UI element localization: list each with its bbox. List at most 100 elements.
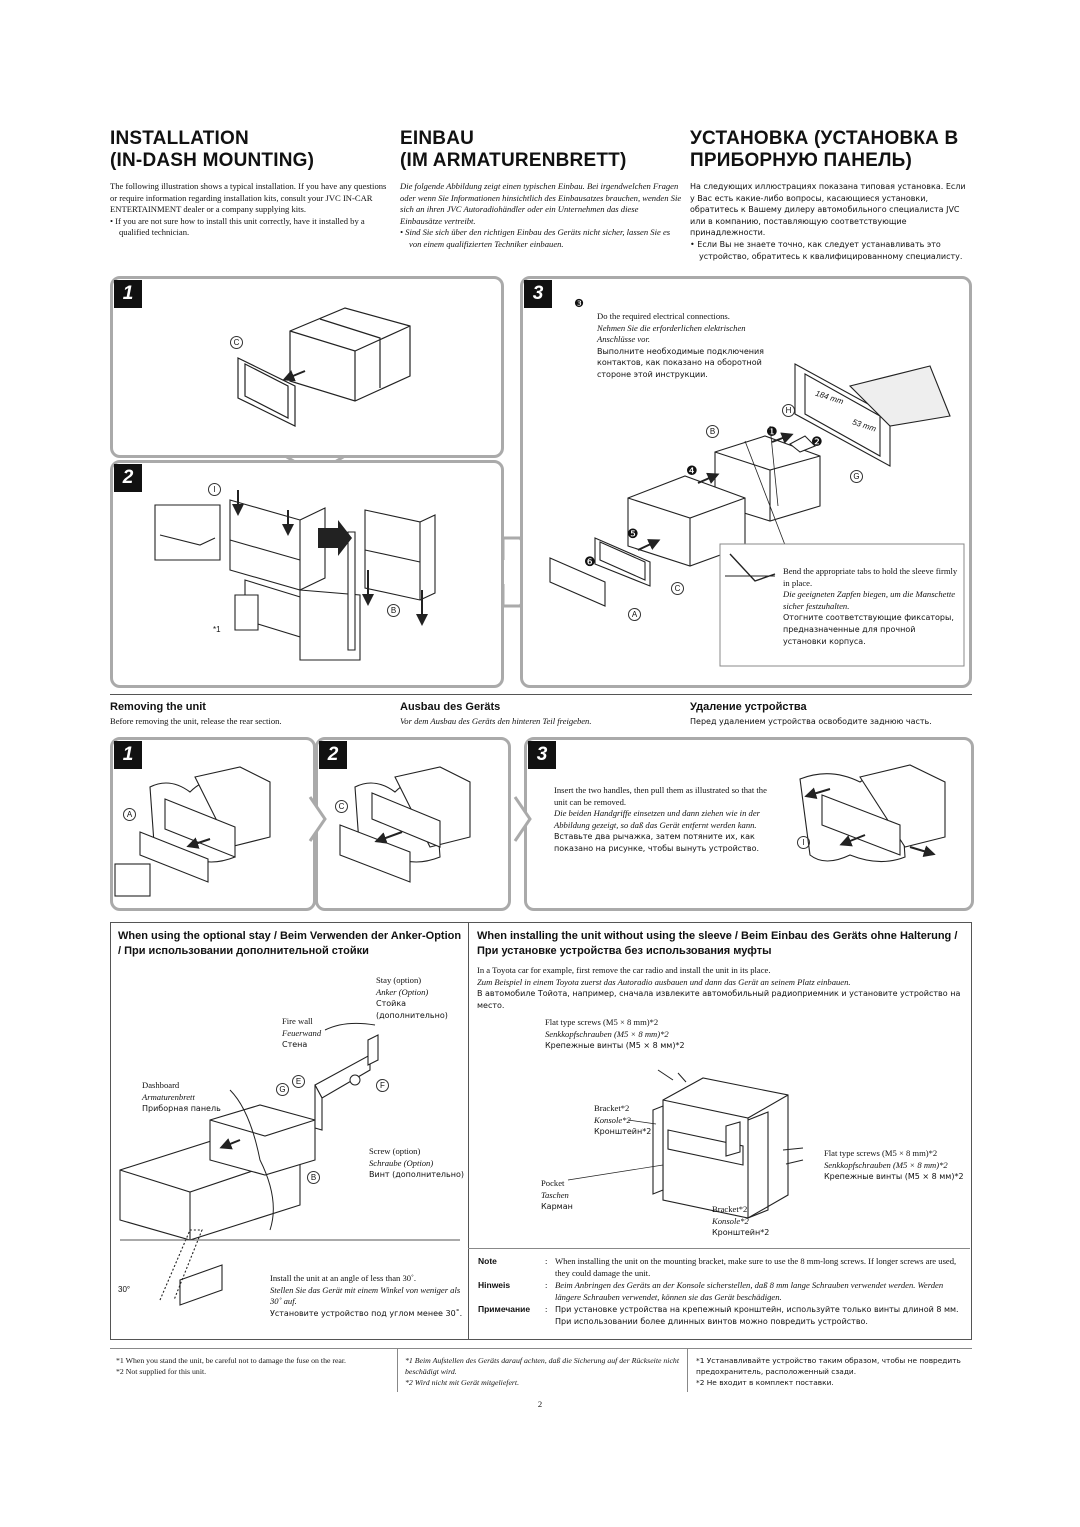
marker-g-stay: G bbox=[276, 1083, 289, 1096]
dashboard-label-ru: Приборная панель bbox=[142, 1104, 221, 1114]
removing-title-en: Removing the unit bbox=[110, 701, 206, 713]
marker-i: I bbox=[208, 483, 221, 496]
flat-screws-de-1: Senkkopfschrauben (M5 × 8 mm)*2 bbox=[545, 1028, 669, 1039]
bracket-ru-2: Кронштейн*2 bbox=[712, 1228, 770, 1238]
sleeve-intro-ru: В автомобиле Тойота, например, сначала и… bbox=[477, 989, 961, 1010]
angle-text-en: Install the unit at an angle of less tha… bbox=[270, 1273, 417, 1283]
sleeve-intro-de: Zum Beispiel in einem Toyota zuerst das … bbox=[477, 976, 851, 987]
marker-b-step3: B bbox=[706, 425, 719, 438]
divider-removing bbox=[110, 694, 972, 695]
header-de: EINBAU (IM ARMATURENBRETT) bbox=[400, 128, 670, 172]
remove-step-2-badge: 2 bbox=[319, 741, 347, 769]
firewall-label-en: Fire wall bbox=[282, 1016, 313, 1026]
intro-ru: На следующих иллюстрациях показана типов… bbox=[690, 181, 970, 262]
firewall-label-ru: Стена bbox=[282, 1040, 308, 1050]
marker-h: H bbox=[782, 404, 795, 417]
remove-step3-de: Die beiden Handgriffe einsetzen und dann… bbox=[554, 808, 760, 830]
marker-num-6: ❻ bbox=[584, 555, 596, 570]
marker-b-stay: B bbox=[307, 1171, 320, 1184]
sleeve-intro-en: In a Toyota car for example, first remov… bbox=[477, 965, 771, 975]
bracket-en-1: Bracket*2 bbox=[594, 1103, 630, 1113]
marker-e: E bbox=[292, 1075, 305, 1088]
marker-num-4: ❹ bbox=[686, 464, 698, 479]
connection-text: Do the required electrical connections. … bbox=[597, 311, 777, 381]
marker-a-remove: A bbox=[123, 808, 136, 821]
removing-text-en: Before removing the unit, release the re… bbox=[110, 716, 282, 726]
bracket-label-2: Bracket*2 Konsole*2 Кронштейн*2 bbox=[712, 1204, 782, 1239]
intro-ru-bullet-text: Если Вы не знаете точно, как следует уст… bbox=[697, 239, 963, 261]
sleeve-title: When installing the unit without using t… bbox=[477, 930, 958, 957]
screw-label-ru: Винт (дополнительно) bbox=[369, 1170, 464, 1180]
footnote-en-2: *2 Not supplied for this unit. bbox=[116, 1367, 207, 1376]
note-text-en: When installing the unit on the mounting… bbox=[555, 1256, 957, 1278]
note-colon-en: : bbox=[545, 1256, 548, 1266]
marker-num-5: ❺ bbox=[627, 527, 639, 542]
footnotes-en: *1 When you stand the unit, be careful n… bbox=[116, 1355, 392, 1377]
bend-tabs-ru: Отогните соответствующие фиксаторы, пред… bbox=[783, 613, 954, 646]
screw-label: Screw (option) Schraube (Option) Винт (д… bbox=[369, 1146, 464, 1181]
note-key-ru: Примечание bbox=[478, 1304, 531, 1314]
intro-ru-bullet: • Если Вы не знаете точно, как следует у… bbox=[690, 239, 963, 261]
connection-text-ru: Выполните необходимые подключения контак… bbox=[597, 346, 764, 379]
marker-num-1: ❶ bbox=[766, 425, 778, 440]
pocket-de: Taschen bbox=[541, 1189, 569, 1200]
marker-g: G bbox=[850, 470, 863, 483]
header-de-line1: EINBAU bbox=[400, 128, 475, 149]
header-en: INSTALLATION (IN-DASH MOUNTING) bbox=[110, 128, 380, 172]
bracket-en-2: Bracket*2 bbox=[712, 1204, 748, 1214]
angle-text-ru: Установите устройство под углом менее 30… bbox=[270, 1308, 463, 1318]
note-key-de: Hinweis bbox=[478, 1280, 511, 1290]
removing-title-ru: Удаление устройства bbox=[690, 701, 807, 713]
remove-illustrations bbox=[114, 764, 946, 897]
install-step-1-illustration bbox=[237, 307, 411, 427]
stay-label-ru: Стойка (дополнительно) bbox=[376, 999, 448, 1020]
remove-step3-ru: Вставьте два рычажка, затем потяните их,… bbox=[554, 832, 760, 853]
flat-screws-de-2: Senkkopfschrauben (M5 × 8 mm)*2 bbox=[824, 1159, 948, 1170]
intro-ru-text: На следующих иллюстрациях показана типов… bbox=[690, 182, 966, 238]
connection-step-marker: ❸ bbox=[574, 297, 584, 310]
footnote-en-1: *1 When you stand the unit, be careful n… bbox=[116, 1356, 347, 1365]
remove-step-1-badge: 1 bbox=[114, 741, 142, 769]
remove-step3-text: Insert the two handles, then pull them a… bbox=[554, 785, 774, 855]
footnote-ru-1: *1 Устанавливайте устройство таким образ… bbox=[696, 1356, 961, 1376]
install-step-3-illustration bbox=[549, 363, 965, 667]
intro-de: Die folgende Abbildung zeigt einen typis… bbox=[400, 181, 682, 251]
sleeve-intro: In a Toyota car for example, first remov… bbox=[477, 965, 962, 1011]
pocket-ru: Карман bbox=[541, 1202, 573, 1212]
footnotes-de: *1 Beim Aufstellen des Geräts darauf ach… bbox=[405, 1355, 681, 1388]
remove-step3-en: Insert the two handles, then pull them a… bbox=[554, 785, 767, 807]
marker-a-step3: A bbox=[628, 608, 641, 621]
firewall-label: Fire wall Feuerwand Стена bbox=[282, 1016, 362, 1051]
footnotes-ru: *1 Устанавливайте устройство таким образ… bbox=[696, 1355, 968, 1388]
marker-c-step3: C bbox=[671, 582, 684, 595]
footnote-separator-2 bbox=[687, 1348, 688, 1392]
big-arrow-right bbox=[318, 520, 352, 556]
footnote-ref-1: *1 bbox=[213, 625, 221, 634]
header-en-line1: INSTALLATION bbox=[110, 128, 249, 149]
marker-b-step2: B bbox=[387, 604, 400, 617]
pocket-label: Pocket Taschen Карман bbox=[541, 1178, 611, 1213]
stay-box bbox=[110, 922, 469, 1340]
bracket-de-1: Konsole*2 bbox=[594, 1114, 631, 1125]
pocket-en: Pocket bbox=[541, 1178, 565, 1188]
sleeve-box bbox=[468, 922, 972, 1340]
marker-f: F bbox=[376, 1079, 389, 1092]
dashboard-label: Dashboard Armaturenbrett Приборная панел… bbox=[142, 1080, 252, 1115]
angle-text: Install the unit at an angle of less tha… bbox=[270, 1273, 466, 1319]
footnote-de-2: *2 Wird nicht mit Gerät mitgeliefert. bbox=[405, 1378, 520, 1387]
removing-text-ru: Перед удалением устройства освободите за… bbox=[690, 717, 932, 726]
flat-screws-label-2: Flat type screws (M5 × 8 mm)*2 Senkkopfs… bbox=[824, 1148, 964, 1183]
note-colon-ru: : bbox=[545, 1304, 548, 1314]
header-ru: УСТАНОВКА (УСТАНОВКА В ПРИБОРНУЮ ПАНЕЛЬ) bbox=[690, 128, 980, 172]
header-de-line2: (IM ARMATURENBRETT) bbox=[400, 150, 627, 171]
header-en-line2: (IN-DASH MOUNTING) bbox=[110, 150, 315, 171]
stay-illustration bbox=[119, 1022, 460, 1306]
remove-step-3-badge: 3 bbox=[528, 741, 556, 769]
dashboard-label-en: Dashboard bbox=[142, 1080, 180, 1090]
flat-screws-en-2: Flat type screws (M5 × 8 mm)*2 bbox=[824, 1148, 938, 1158]
install-step-2-badge: 2 bbox=[114, 464, 142, 492]
flat-screws-ru-1: Крепежные винты (M5 × 8 мм)*2 bbox=[545, 1041, 685, 1051]
footnote-ru-2: *2 Не входит в комплект поставки. bbox=[696, 1378, 834, 1387]
install-step-2-illustration bbox=[154, 490, 436, 661]
connection-text-en: Do the required electrical connections. bbox=[597, 311, 730, 321]
